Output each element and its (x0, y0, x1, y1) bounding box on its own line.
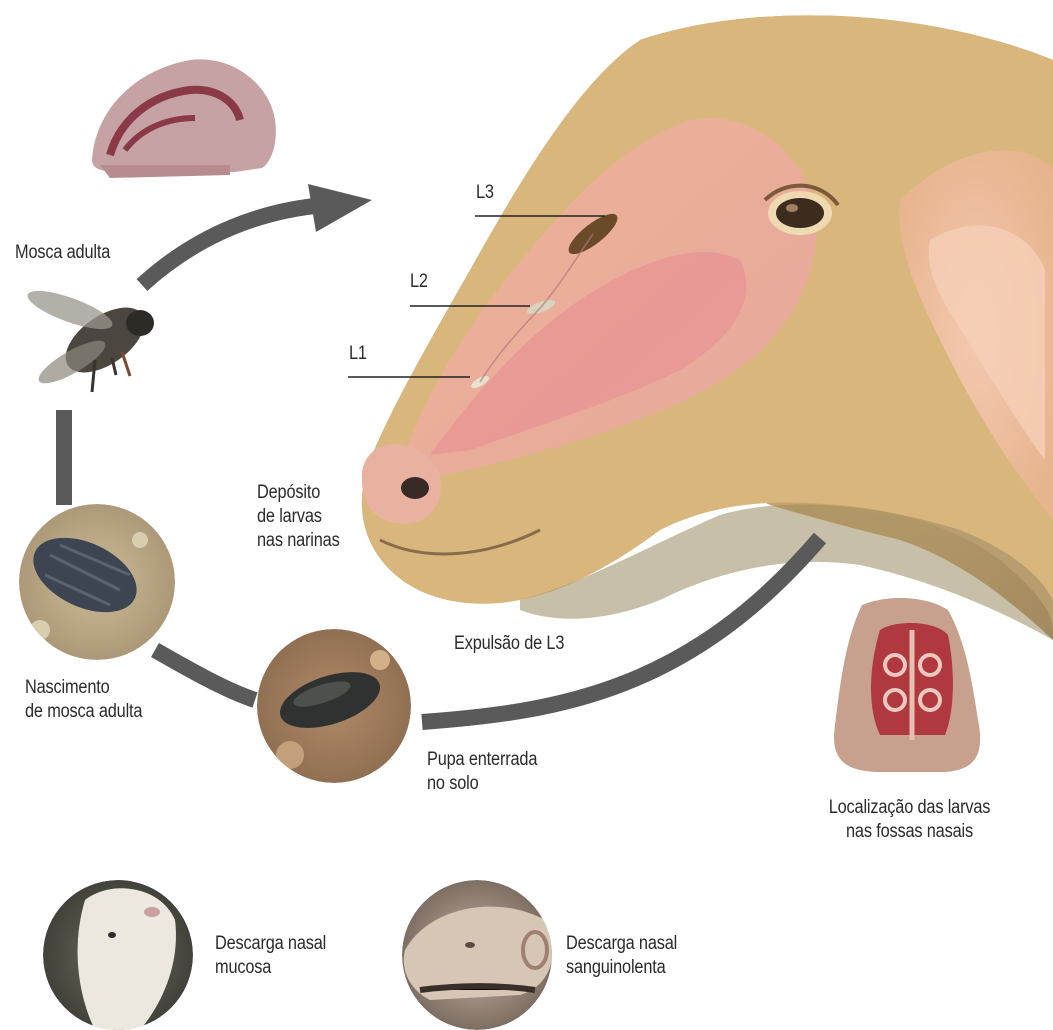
skull-icon (92, 59, 276, 178)
larvae-location-label: Localização das larvas nas fossas nasais (826, 796, 994, 844)
bloody-discharge-line-1: Descarga nasal (566, 932, 677, 956)
larvae-location-line-1: Localização das larvas (826, 796, 994, 820)
bloody-discharge-label: Descarga nasal sanguinolenta (566, 932, 677, 980)
stage-l2-label: L2 (410, 270, 428, 294)
mucous-discharge-line-2: mucosa (215, 956, 326, 980)
larva-deposit-line-3: nas narinas (257, 529, 340, 553)
sheep-head-illustration (362, 15, 1053, 640)
adult-emergence-line-1: Nascimento (25, 676, 142, 700)
buried-pupa-line-2: no solo (427, 772, 537, 796)
stage-l1-label: L1 (349, 342, 367, 366)
larva-deposit-label: Depósito de larvas nas narinas (257, 481, 340, 553)
adult-emergence-label: Nascimento de mosca adulta (25, 676, 142, 724)
pupa-photo (257, 629, 411, 783)
larva-deposit-line-2: de larvas (257, 505, 340, 529)
fly-icon (24, 283, 156, 392)
bloody-sheep-photo (402, 880, 553, 1030)
bloody-discharge-line-2: sanguinolenta (566, 956, 677, 980)
larvae-location-line-2: nas fossas nasais (826, 820, 994, 844)
adult-fly-label: Mosca adulta (15, 241, 110, 265)
buried-pupa-line-1: Pupa enterrada (427, 748, 537, 772)
emerging-fly-photo (19, 504, 175, 660)
mucous-discharge-line-1: Descarga nasal (215, 932, 326, 956)
nasal-cavity-photo (834, 598, 980, 772)
stage-l3-label: L3 (476, 181, 494, 205)
l3-expulsion-label: Expulsão de L3 (454, 632, 564, 656)
buried-pupa-label: Pupa enterrada no solo (427, 748, 537, 796)
adult-emergence-line-2: de mosca adulta (25, 700, 142, 724)
mucous-sheep-photo (43, 880, 193, 1030)
cycle-arrowhead (308, 184, 372, 232)
mucous-discharge-label: Descarga nasal mucosa (215, 932, 326, 980)
larva-deposit-line-1: Depósito (257, 481, 340, 505)
